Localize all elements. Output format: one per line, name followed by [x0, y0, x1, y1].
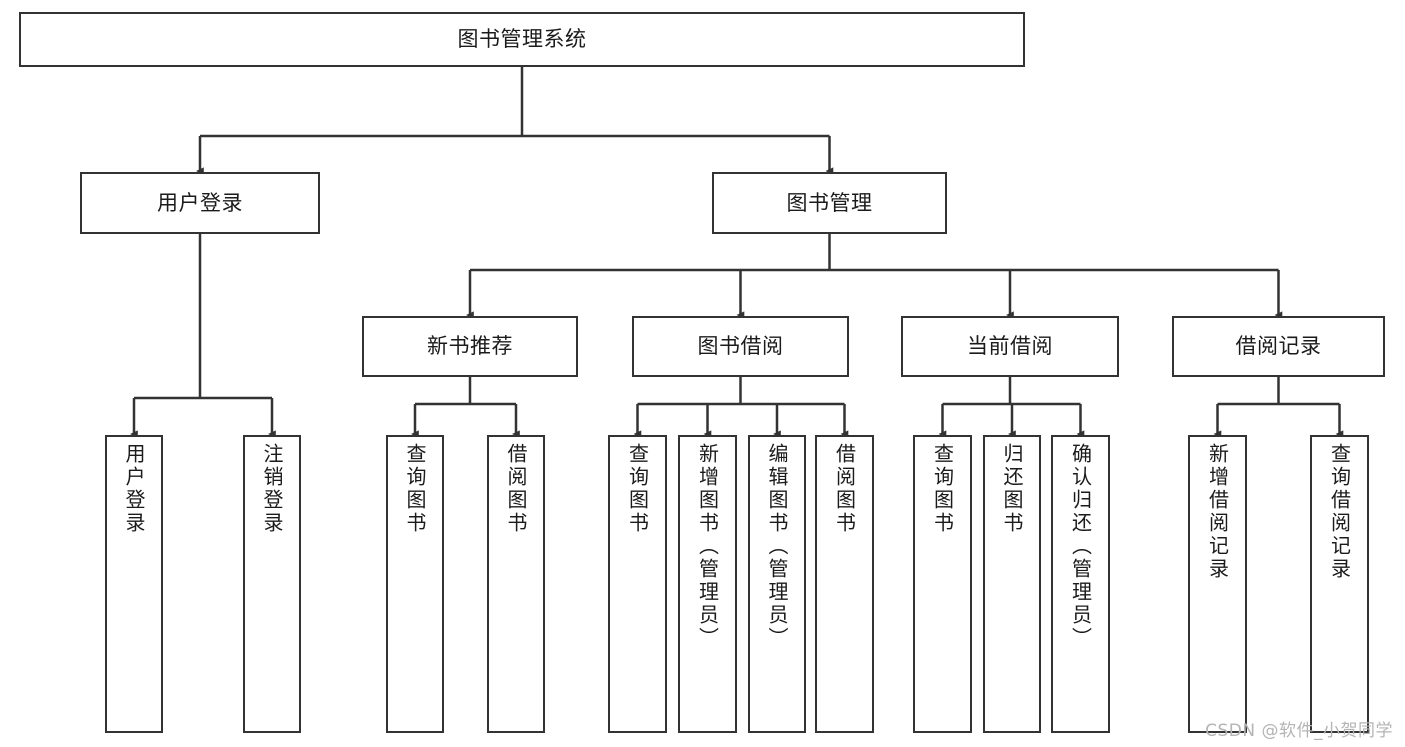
node-label: 当前借阅: [967, 334, 1053, 359]
node-l1[interactable]: 用户登录: [105, 435, 163, 733]
node-label: 新书推荐: [427, 334, 513, 359]
node-label: 用户登录: [157, 190, 243, 215]
node-l12[interactable]: 新增借阅记录: [1188, 435, 1247, 733]
node-label: 借阅记录: [1235, 334, 1322, 359]
node-borrow[interactable]: 图书借阅: [632, 316, 849, 377]
node-l9[interactable]: 查询图书: [913, 435, 972, 733]
node-label: 确认归还（管理员）: [1068, 443, 1093, 650]
node-newbook[interactable]: 新书推荐: [362, 316, 578, 377]
node-label: 新增借阅记录: [1205, 443, 1230, 581]
node-label: 用户登录: [122, 443, 146, 535]
node-label: 归还图书: [1000, 443, 1024, 535]
node-label: 查询图书: [625, 443, 650, 535]
connector-lines: [130, 67, 1344, 438]
node-label: 图书借阅: [697, 334, 784, 359]
node-l13[interactable]: 查询借阅记录: [1310, 435, 1369, 733]
node-l11[interactable]: 确认归还（管理员）: [1051, 435, 1110, 733]
node-label: 查询借阅记录: [1327, 443, 1352, 581]
node-login[interactable]: 用户登录: [80, 172, 320, 234]
node-l6[interactable]: 新增图书（管理员）: [678, 435, 737, 733]
node-l4[interactable]: 借阅图书: [487, 435, 545, 733]
node-label: 编辑图书（管理员）: [765, 443, 789, 650]
node-l2[interactable]: 注销登录: [243, 435, 301, 733]
node-label: 查询图书: [930, 443, 955, 535]
node-l8[interactable]: 借阅图书: [815, 435, 874, 733]
node-l5[interactable]: 查询图书: [608, 435, 667, 733]
node-root[interactable]: 图书管理系统: [19, 12, 1025, 67]
node-label: 借阅图书: [504, 443, 528, 535]
node-label: 查询图书: [403, 443, 427, 535]
node-l7[interactable]: 编辑图书（管理员）: [748, 435, 806, 733]
node-l10[interactable]: 归还图书: [983, 435, 1041, 733]
node-bookmgmt[interactable]: 图书管理: [712, 172, 947, 234]
node-label: 注销登录: [260, 443, 284, 535]
node-label: 新增图书（管理员）: [695, 443, 720, 650]
node-records[interactable]: 借阅记录: [1172, 316, 1385, 377]
node-label: 图书管理系统: [457, 27, 587, 52]
node-l3[interactable]: 查询图书: [386, 435, 444, 733]
node-label: 图书管理: [786, 190, 873, 215]
node-current[interactable]: 当前借阅: [901, 316, 1119, 377]
node-label: 借阅图书: [832, 443, 857, 535]
